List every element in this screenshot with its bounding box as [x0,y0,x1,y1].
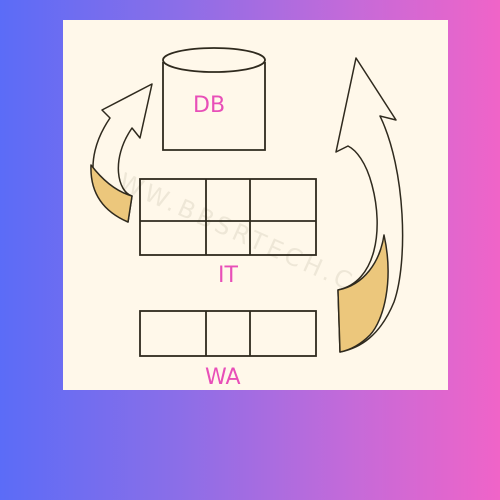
wa-table-grid [139,310,317,357]
right-curved-arrow [335,57,404,353]
left-curved-arrow [90,83,153,223]
database-cylinder [162,47,266,151]
it-table-grid [139,178,317,256]
work-area-label: WA [205,365,241,390]
table-label: IT [218,263,238,288]
database-label: DB [193,93,226,118]
